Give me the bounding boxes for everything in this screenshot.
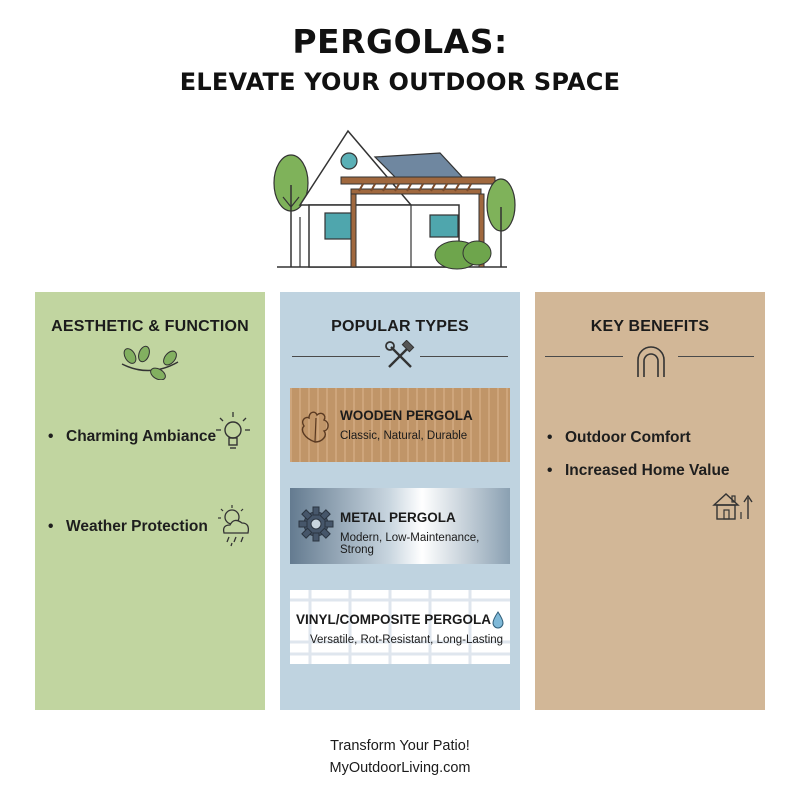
key-benefits-heading: KEY BENEFITS xyxy=(590,318,710,335)
lattice-pattern xyxy=(290,590,510,664)
bullet-charming-ambiance: Charming Ambiance xyxy=(48,428,216,446)
footer-tagline: Transform Your Patio! xyxy=(330,738,470,754)
vinyl-composite-pergola-card: VINYL/COMPOSITE PERGOLA Versatile, Rot-R… xyxy=(290,590,510,664)
tree-right-icon xyxy=(434,178,516,270)
house-arrow-up-icon xyxy=(712,493,753,520)
cloud-sun-rain-icon xyxy=(218,505,250,547)
page-title: PERGOLAS: xyxy=(292,22,508,61)
water-drop-icon xyxy=(492,611,504,629)
wooden-pergola-card: WOODEN PERGOLA Classic, Natural, Durable xyxy=(290,388,510,462)
key-benefits-panel: KEY BENEFITS xyxy=(535,292,765,710)
lightbulb-icon xyxy=(216,412,250,449)
vinyl-composite-pergola-subtitle: Versatile, Rot-Resistant, Long-Lasting xyxy=(310,634,504,646)
gear-icon xyxy=(298,506,334,542)
oak-leaf-icon xyxy=(301,411,329,443)
divider-left xyxy=(292,356,380,357)
bullet-increased-home-value: Increased Home Value xyxy=(547,462,730,480)
house-icon xyxy=(298,129,467,268)
leaf-branch-icon xyxy=(121,345,179,380)
wooden-pergola-subtitle: Classic, Natural, Durable xyxy=(340,430,468,442)
hammer-wrench-icon xyxy=(385,340,415,368)
bullet-weather-protection: Weather Protection xyxy=(48,518,208,536)
metal-pergola-card: METAL PERGOLA Modern, Low-Maintenance, S… xyxy=(290,488,510,564)
bullet-outdoor-comfort: Outdoor Comfort xyxy=(547,429,691,447)
aesthetic-function-panel: AESTHETIC & FUNCTION xyxy=(35,292,265,710)
wooden-pergola-title: WOODEN PERGOLA xyxy=(340,408,473,423)
footer-website-link[interactable]: MyOutdoorLiving.com xyxy=(329,760,471,776)
tree-left-icon xyxy=(273,154,309,267)
aesthetic-function-heading: AESTHETIC & FUNCTION xyxy=(51,318,249,335)
popular-types-heading: POPULAR TYPES xyxy=(331,318,469,335)
metal-pergola-title: METAL PERGOLA xyxy=(340,510,456,525)
divider-right xyxy=(420,356,508,357)
benefits-divider-left xyxy=(545,356,623,357)
vinyl-composite-pergola-title: VINYL/COMPOSITE PERGOLA xyxy=(296,612,492,627)
house-pergola-illustration xyxy=(273,129,516,270)
page-subtitle: ELEVATE YOUR OUTDOOR SPACE xyxy=(179,68,621,96)
metal-pergola-subtitle: Modern, Low-Maintenance, Strong xyxy=(340,532,480,556)
benefits-divider-right xyxy=(678,356,754,357)
arch-icon xyxy=(637,346,665,377)
pergola-icon xyxy=(340,176,496,268)
